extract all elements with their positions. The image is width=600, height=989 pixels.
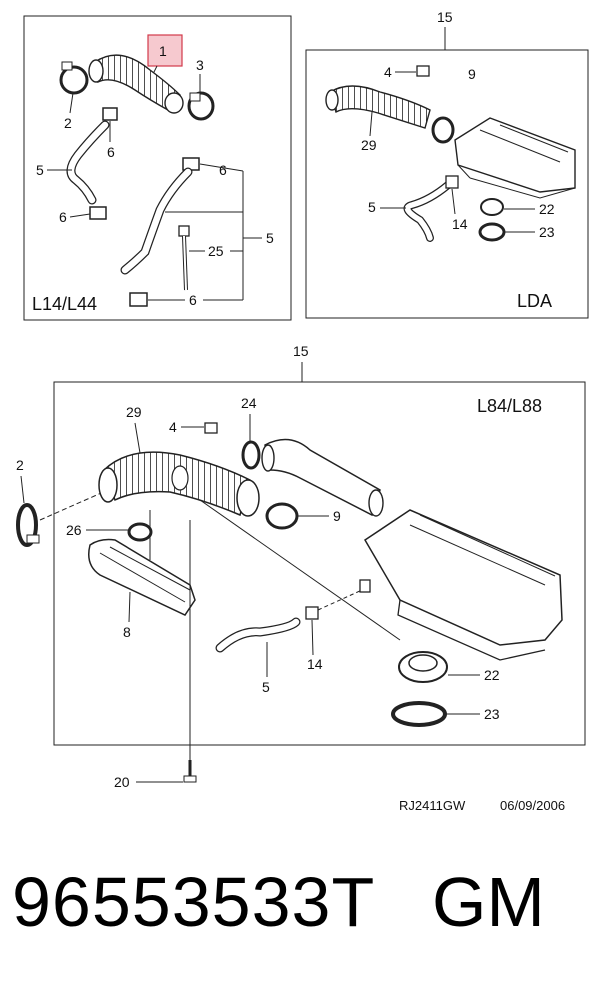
callout-24-l84: 24 [241,395,257,411]
callout-3: 3 [196,57,204,73]
clip-6d [129,292,148,307]
resonator-8-l84 [88,538,196,616]
callout-20: 20 [114,774,130,790]
clamp-3 [187,91,215,121]
panel-lda-frame [305,49,589,319]
callout-23-l84: 23 [484,706,500,722]
panel-l84-frame [53,381,586,746]
callout-25: 25 [208,243,224,259]
air-hose-29-l84 [98,451,260,517]
callout-22-l84: 22 [484,667,500,683]
callout-9-lda: 9 [468,66,476,82]
air-cleaner-lda [454,117,576,199]
clip-14-l84 [305,606,319,620]
callout-6a: 6 [107,144,115,160]
screw-20 [183,760,197,783]
callout-4-lda: 4 [384,64,392,80]
callout-5-lda: 5 [368,199,376,215]
clamp-2 [59,61,89,95]
part-number: 96553533T [12,863,376,941]
clip-14-lda [445,175,459,189]
drawing-date: 06/09/2006 [500,798,565,813]
callout-15-bottom: 15 [293,343,309,359]
callout-26-l84: 26 [66,522,82,538]
callout-23-lda: 23 [539,224,555,240]
clamp-9-lda [431,116,455,144]
brand-label: GM [432,863,545,941]
callout-15-top: 15 [437,9,453,25]
clip-6b [89,206,107,220]
clamp-2-l84 [16,503,40,547]
callout-8-l84: 8 [123,624,131,640]
callout-14-lda: 14 [452,216,468,232]
callout-6d: 6 [189,292,197,308]
callout-22-lda: 22 [539,201,555,217]
callout-6b: 6 [59,209,67,225]
bolt-4 [416,65,430,77]
air-intake-hose [88,54,184,114]
air-cleaner-l84 [363,509,563,661]
callout-1-highlight [147,34,183,67]
callout-6c: 6 [219,162,227,178]
air-duct-elbow-l84 [261,438,384,517]
callout-5b: 5 [266,230,274,246]
clip-6c [182,157,200,171]
drawing-ref: RJ2411GW [399,798,466,813]
clamp-23-l84 [391,701,447,727]
callout-5: 5 [36,162,44,178]
variant-label-l14: L14/L44 [32,294,97,314]
variant-label-lda: LDA [517,291,552,311]
callout-5-l84: 5 [262,679,270,695]
clamp-26-l84 [127,522,153,542]
clamp-23-lda [478,222,506,242]
bolt-4-l84 [204,422,218,434]
air-hose-29-lda [325,85,431,129]
callout-9-l84: 9 [333,508,341,524]
clip-6a [102,107,118,121]
callout-2-l84: 2 [16,457,24,473]
seal-22-l84 [398,651,448,683]
callout-29-lda: 29 [361,137,377,153]
callout-14-l84: 14 [307,656,323,672]
callout-1: 1 [159,43,167,59]
panel-l14-frame [23,15,292,321]
tie-strap-25 [178,225,190,291]
callout-29-l84: 29 [126,404,142,420]
callout-4-l84: 4 [169,419,177,435]
seal-22-lda [480,198,504,216]
variant-label-l84: L84/L88 [477,396,542,416]
clamp-24-l84 [241,440,261,470]
callout-2: 2 [64,115,72,131]
clamp-9-l84 [265,502,299,530]
